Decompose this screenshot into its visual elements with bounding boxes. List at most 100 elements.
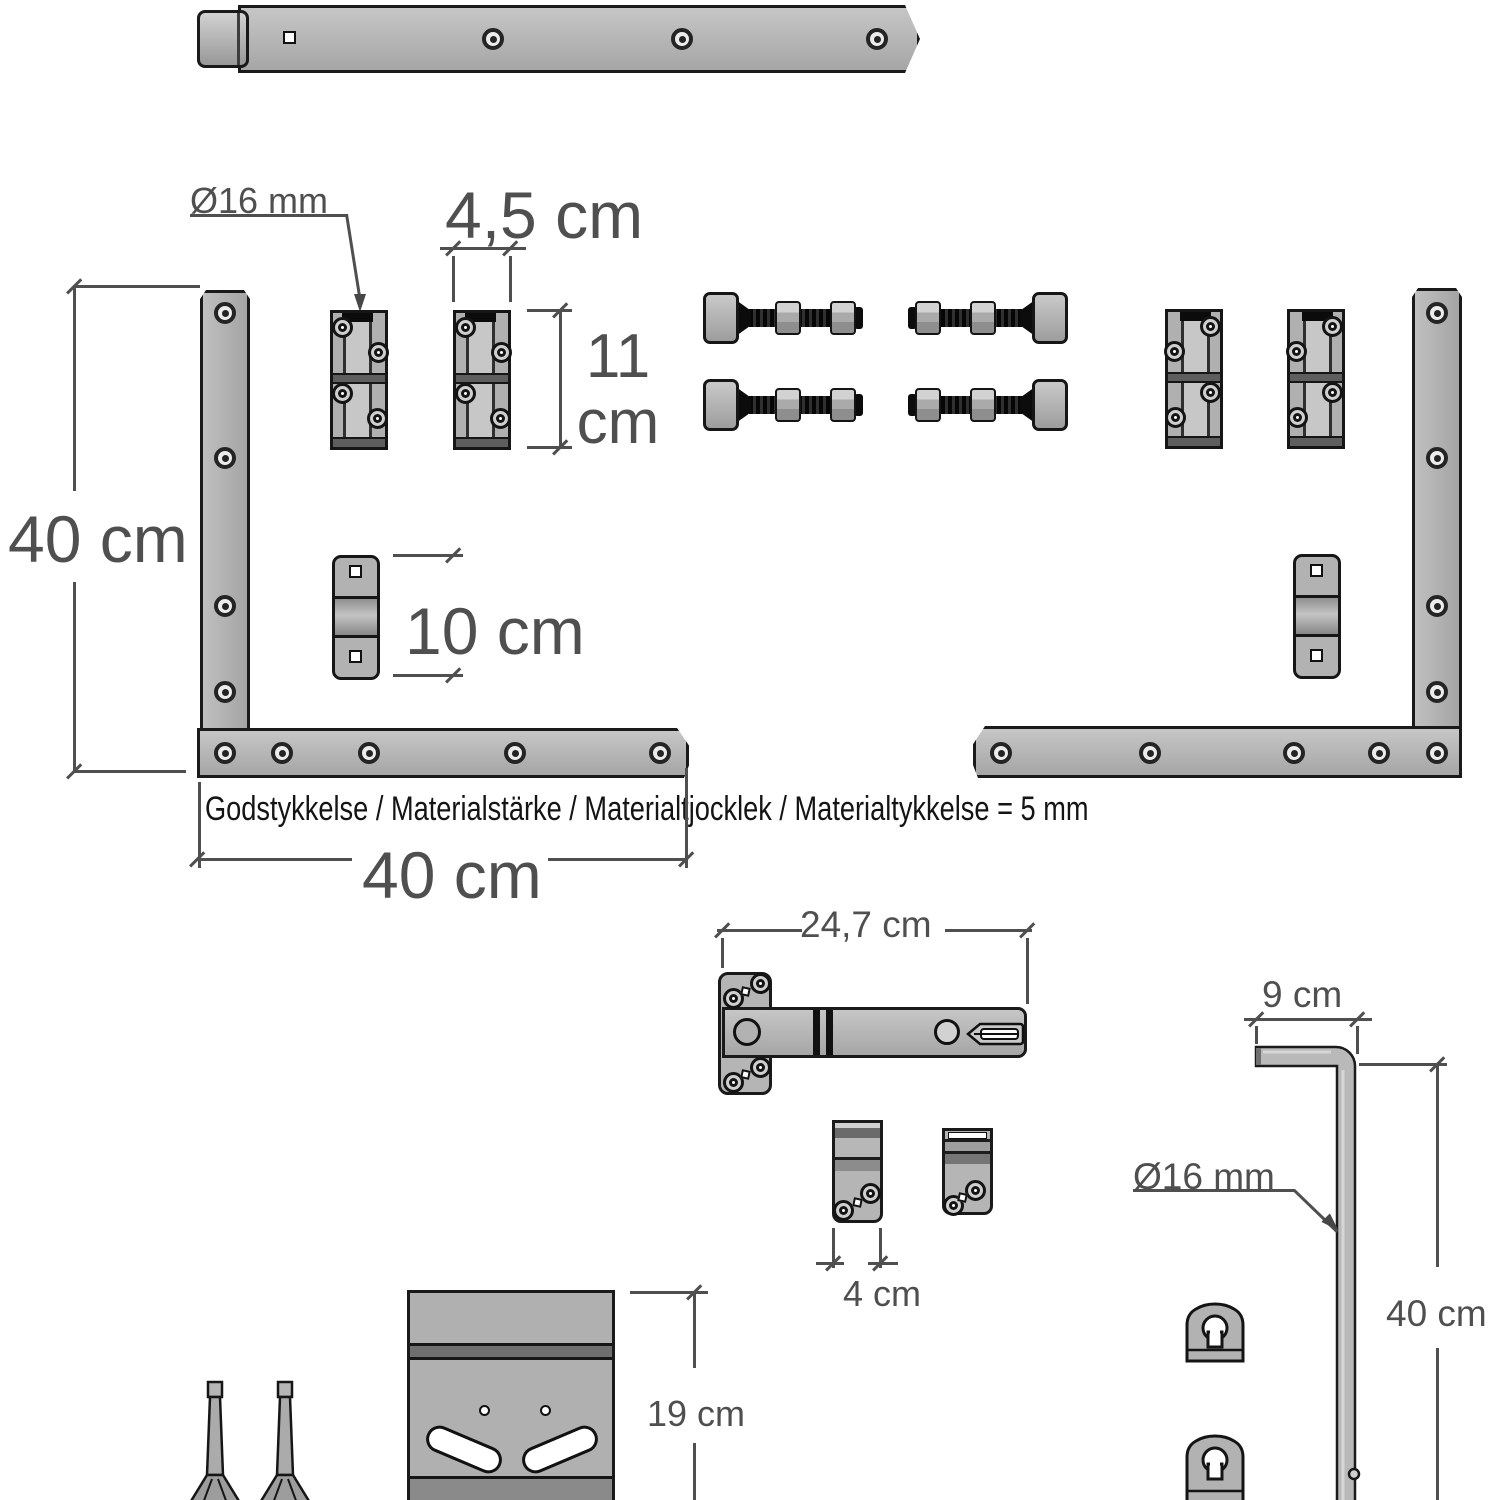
- bracket-slot: [948, 1132, 987, 1139]
- bolt-nut: [830, 301, 856, 335]
- dim-label-hinge-pin-diameter: Ø16 mm: [190, 180, 329, 221]
- dim-label-hinge-height-value: 11: [585, 322, 651, 391]
- bracket-band: [835, 1123, 880, 1128]
- bracket-band: [945, 1154, 990, 1164]
- ground-spike: [190, 1380, 240, 1500]
- dim-line: [945, 929, 1032, 932]
- bracket-band: [835, 1160, 880, 1171]
- rivet-hole: [1283, 742, 1305, 764]
- square-hole: [283, 31, 296, 44]
- dim-label-hinge-height: 11 cm: [568, 324, 668, 455]
- hinge-middle-joint: [456, 373, 508, 384]
- drop-bolt-rod: [1254, 1045, 1361, 1500]
- dim-label-hinge-width: 4,5 cm: [445, 178, 644, 252]
- keeper-barrel: [1296, 595, 1338, 637]
- square-hole: [740, 986, 751, 997]
- extension-line: [74, 770, 186, 773]
- hinge-pin-gap: [465, 313, 496, 322]
- screw-head: [1165, 407, 1186, 428]
- bolt-nut: [830, 388, 856, 422]
- square-hole: [349, 565, 362, 578]
- hinge-right-2: [1286, 309, 1345, 449]
- extension-line: [1255, 1026, 1258, 1044]
- top-slide-bar: [238, 5, 920, 73]
- dim-line: [693, 1443, 696, 1500]
- rivet-hole: [866, 28, 888, 50]
- latch-bolt-hole: [934, 1019, 960, 1045]
- small-bracket-1: [832, 1120, 883, 1223]
- extension-line: [74, 285, 200, 288]
- dim-label-frame-width: 40 cm: [362, 838, 542, 912]
- extension-line: [721, 938, 724, 968]
- hinge-bottom-band: [1290, 436, 1342, 446]
- screw-head: [367, 408, 388, 429]
- bolt-nut: [775, 301, 801, 335]
- plate-bottom-band: [410, 1476, 612, 1500]
- small-hole: [479, 1405, 490, 1416]
- screw-head: [1200, 382, 1221, 403]
- right-frame-vertical-bar: [1412, 288, 1462, 778]
- extension-line: [1359, 1063, 1447, 1066]
- leader-underline: [1133, 1189, 1295, 1192]
- extension-line: [879, 1228, 882, 1268]
- square-hole: [349, 650, 362, 663]
- rivet-hole: [649, 742, 671, 764]
- bracket-band: [945, 1142, 990, 1151]
- bracket-band: [835, 1157, 880, 1160]
- hinge-middle-joint: [333, 373, 385, 384]
- bolt-nut: [970, 301, 996, 335]
- keyhole-clip: [1185, 1434, 1245, 1500]
- rivet-hole: [271, 742, 293, 764]
- screw-head: [1322, 316, 1343, 337]
- screw-head: [455, 317, 476, 338]
- dim-label-frame-height: 40 cm: [8, 502, 188, 576]
- adjustment-bolt: [902, 379, 1068, 431]
- extension-line: [1026, 938, 1029, 1004]
- screw-head: [332, 317, 353, 338]
- small-hole: [540, 1405, 551, 1416]
- bolt-cone: [736, 300, 751, 336]
- hinge-pin-gap: [342, 313, 373, 322]
- dim-line: [1244, 1018, 1372, 1021]
- bolt-anchor-block: [1032, 379, 1068, 431]
- bolt-nut: [970, 388, 996, 422]
- bolt-anchor-block: [1032, 292, 1068, 344]
- screw-head: [965, 1180, 986, 1201]
- rivet-hole: [1426, 742, 1448, 764]
- rivet-hole: [1426, 681, 1448, 703]
- rivet-hole: [671, 28, 693, 50]
- extension-line: [198, 782, 201, 868]
- dim-line: [440, 247, 526, 250]
- leader-arrowhead: [354, 294, 366, 312]
- bracket-band: [945, 1139, 990, 1142]
- leader-line: [345, 214, 363, 304]
- bolt-nut: [915, 388, 941, 422]
- screw-head: [368, 342, 389, 363]
- hinge-right-1: [1164, 309, 1223, 449]
- adjustment-bolt: [902, 292, 1068, 344]
- rivet-hole: [214, 595, 236, 617]
- square-hole: [1310, 649, 1323, 662]
- bolt-anchor-block: [703, 379, 739, 431]
- keeper-barrel: [335, 596, 377, 638]
- dim-label-latch-length: 24,7 cm: [800, 904, 932, 945]
- rivet-hole: [504, 742, 526, 764]
- dim-line: [548, 858, 687, 861]
- extension-line: [393, 674, 463, 677]
- dim-line: [1436, 1064, 1439, 1267]
- bolt-anchor-block: [703, 292, 739, 344]
- dim-line: [1436, 1348, 1439, 1500]
- rivet-hole: [1426, 447, 1448, 469]
- latch-pivot-hole: [733, 1018, 761, 1046]
- dim-line: [868, 1262, 898, 1265]
- plate-slot: [517, 1421, 603, 1478]
- rivet-hole: [214, 681, 236, 703]
- extension-line: [832, 1228, 835, 1268]
- screw-head: [750, 973, 771, 994]
- dim-label-small-bracket-width: 4 cm: [843, 1273, 922, 1314]
- screw-head: [491, 342, 512, 363]
- plate-slot: [421, 1421, 507, 1478]
- material-thickness-note: Godstykkelse / Materialstärke / Material…: [205, 790, 1089, 828]
- rivet-hole: [358, 742, 380, 764]
